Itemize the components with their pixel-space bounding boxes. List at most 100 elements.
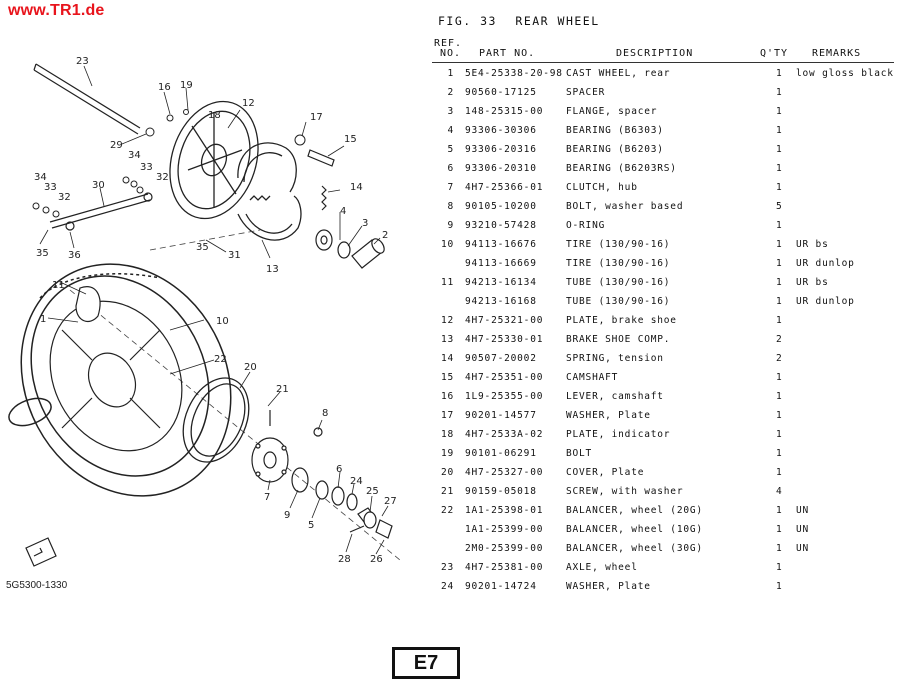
diagram-reference-code: 5G5300-1330 — [6, 580, 68, 591]
cover-plate-drawing — [182, 377, 250, 463]
qty-cell: 1 — [776, 562, 783, 573]
remarks-cell: UN — [796, 524, 810, 535]
qty-cell: 1 — [776, 315, 783, 326]
part-no-cell: 4H7-25351-00 — [465, 372, 544, 383]
ref-no-cell: 19 — [440, 448, 454, 459]
ref-no-cell: 5 — [447, 144, 454, 155]
description-cell: BEARING (B6303) — [566, 125, 664, 136]
callout-numbers: 23 12 16 19 18 17 15 14 4 3 2 13 31 29 3… — [34, 56, 397, 565]
header-part-no: PART NO. — [479, 48, 536, 59]
qty-cell: 2 — [776, 334, 783, 345]
part-no-cell: 93210-57428 — [465, 220, 537, 231]
callout-18: 18 — [208, 110, 221, 121]
part-no-cell: 5E4-25338-20-98 — [465, 68, 563, 79]
callout-31: 31 — [228, 250, 241, 261]
part-no-cell: 90105-10200 — [465, 201, 537, 212]
callout-5: 5 — [308, 520, 314, 531]
axis-dashed-line — [69, 289, 401, 561]
part-no-cell: 4H7-25327-00 — [465, 467, 544, 478]
rear-tire-drawing — [8, 263, 232, 497]
front-direction-icon — [25, 537, 57, 567]
qty-cell: 1 — [776, 296, 783, 307]
description-cell: BALANCER, wheel (20G) — [566, 505, 703, 516]
ref-no-cell: 2 — [447, 87, 454, 98]
description-cell: PLATE, indicator — [566, 429, 671, 440]
callout-32a: 32 — [156, 172, 169, 183]
remarks-cell: UR dunlop — [796, 296, 855, 307]
qty-cell: 5 — [776, 201, 783, 212]
description-cell: TUBE (130/90-16) — [566, 277, 671, 288]
qty-cell: 1 — [776, 524, 783, 535]
nuts-washers-drawing — [32, 109, 306, 218]
ref-no-cell: 22 — [440, 505, 454, 516]
ref-no-cell: 20 — [440, 467, 454, 478]
part-no-cell: 94213-16134 — [465, 277, 537, 288]
description-cell: SCREW, with washer — [566, 486, 684, 497]
callout-12: 12 — [242, 98, 255, 109]
brake-shoes-drawing — [237, 142, 302, 241]
exploded-parts-diagram: 23 12 16 19 18 17 15 14 4 3 2 13 31 29 3… — [8, 56, 401, 567]
part-no-cell: 4H7-25330-01 — [465, 334, 544, 345]
site-url-watermark[interactable]: www.TR1.de — [8, 2, 105, 19]
callout-33b: 33 — [44, 182, 57, 193]
description-cell: SPACER — [566, 87, 606, 98]
ref-no-cell: 16 — [440, 391, 454, 402]
description-cell: TIRE (130/90-16) — [566, 258, 671, 269]
header-rule — [432, 62, 894, 63]
ref-no-cell: 14 — [440, 353, 454, 364]
header-ref: REF. — [434, 38, 463, 49]
ref-no-cell: 4 — [447, 125, 454, 136]
callout-4: 4 — [340, 206, 346, 217]
description-cell: TUBE (130/90-16) — [566, 296, 671, 307]
part-no-cell: 1L9-25355-00 — [465, 391, 544, 402]
description-cell: FLANGE, spacer — [566, 106, 658, 117]
qty-cell: 1 — [776, 277, 783, 288]
hub-hardware-drawing — [291, 467, 393, 539]
qty-cell: 1 — [776, 505, 783, 516]
description-cell: LEVER, camshaft — [566, 391, 664, 402]
ref-no-cell: 9 — [447, 220, 454, 231]
part-no-cell: 2M0-25399-00 — [465, 543, 544, 554]
callout-8: 8 — [322, 408, 328, 419]
description-cell: PLATE, brake shoe — [566, 315, 677, 326]
ref-no-cell: 1 — [447, 68, 454, 79]
description-cell: BEARING (B6203) — [566, 144, 664, 155]
description-cell: SPRING, tension — [566, 353, 664, 364]
description-cell: BALANCER, wheel (30G) — [566, 543, 703, 554]
callout-28: 28 — [338, 554, 351, 565]
part-no-cell: 4H7-25321-00 — [465, 315, 544, 326]
page-marker: E7 — [392, 647, 460, 679]
axis-dashed-line-upper — [149, 229, 261, 251]
description-cell: O-RING — [566, 220, 606, 231]
description-cell: BOLT — [566, 448, 593, 459]
part-no-cell: 93306-20316 — [465, 144, 537, 155]
part-no-cell: 4H7-2533A-02 — [465, 429, 544, 440]
part-no-cell: 94113-16676 — [465, 239, 537, 250]
qty-cell: 1 — [776, 106, 783, 117]
description-cell: CAST WHEEL, rear — [566, 68, 671, 79]
camshaft-spring-drawing — [307, 149, 335, 211]
callout-20: 20 — [244, 362, 257, 373]
description-cell: BRAKE SHOE COMP. — [566, 334, 671, 345]
part-no-cell: 4H7-25366-01 — [465, 182, 544, 193]
callout-24: 24 — [350, 476, 363, 487]
wheel-axle-drawing — [33, 63, 141, 135]
remarks-cell: UR bs — [796, 239, 829, 250]
description-cell: COVER, Plate — [566, 467, 645, 478]
description-cell: AXLE, wheel — [566, 562, 638, 573]
part-no-cell: 94113-16669 — [465, 258, 537, 269]
qty-cell: 1 — [776, 581, 783, 592]
callout-13: 13 — [266, 264, 279, 275]
description-cell: BEARING (B6203RS) — [566, 163, 677, 174]
description-cell: TIRE (130/90-16) — [566, 239, 671, 250]
cast-wheel-drawing — [49, 286, 183, 452]
callout-25: 25 — [366, 486, 379, 497]
ref-no-cell: 18 — [440, 429, 454, 440]
remarks-cell: UN — [796, 505, 810, 516]
ref-no-cell: 23 — [440, 562, 454, 573]
qty-cell: 1 — [776, 372, 783, 383]
callout-leader-lines — [39, 65, 389, 555]
qty-cell: 1 — [776, 87, 783, 98]
ref-no-cell: 3 — [447, 106, 454, 117]
qty-cell: 1 — [776, 258, 783, 269]
